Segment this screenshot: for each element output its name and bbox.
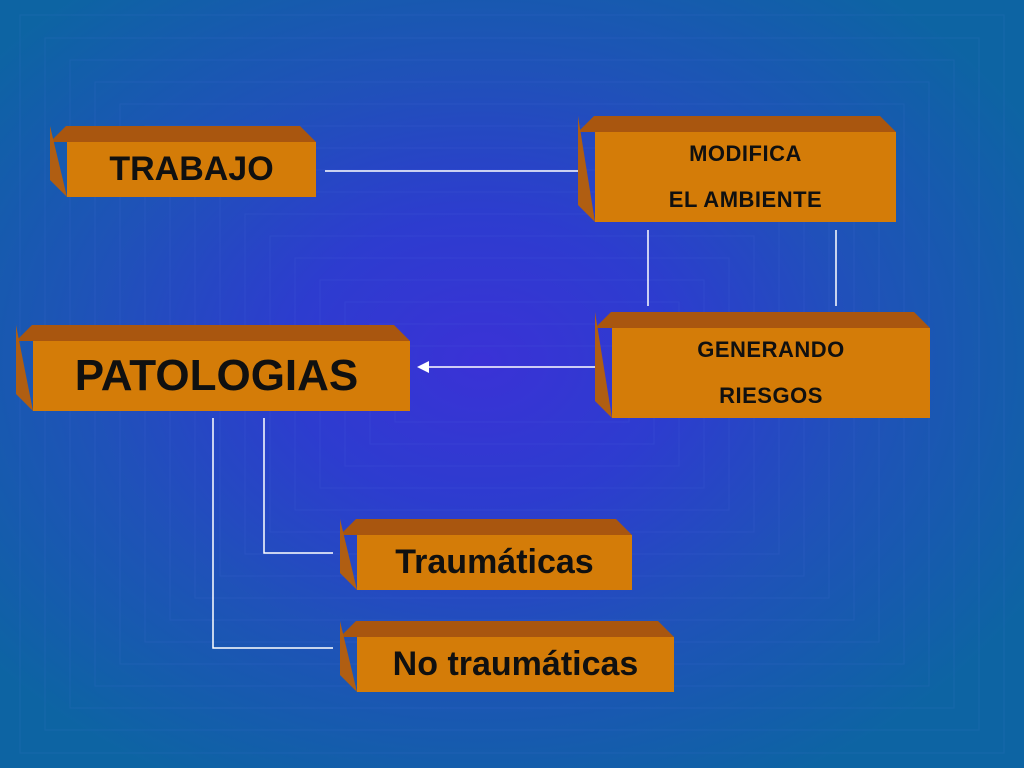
node-patologias-label: PATOLOGIAS: [74, 351, 359, 400]
node-no-traumaticas: No traumáticas: [340, 621, 674, 692]
node-generando-line2: RIESGOS: [719, 383, 823, 408]
node-no-traumaticas-label: No traumáticas: [392, 645, 639, 683]
node-trabajo: TRABAJO: [50, 126, 316, 197]
node-modifica-line2: EL AMBIENTE: [668, 187, 823, 212]
node-traumaticas: Traumáticas: [340, 519, 632, 590]
node-generando-line1: GENERANDO: [697, 337, 845, 362]
arrowhead-icon: [417, 361, 429, 373]
node-modifica-ambiente: MODIFICA EL AMBIENTE: [578, 116, 896, 222]
node-patologias: PATOLOGIAS: [16, 325, 410, 411]
edge-patologias-no-traumaticas: [212, 418, 333, 649]
node-trabajo-label: TRABAJO: [109, 150, 274, 188]
node-modifica-line1: MODIFICA: [689, 141, 802, 166]
node-traumaticas-label: Traumáticas: [395, 543, 594, 581]
edge-patologias-traumaticas: [263, 418, 333, 554]
node-generando-riesgos: GENERANDO RIESGOS: [595, 312, 930, 418]
